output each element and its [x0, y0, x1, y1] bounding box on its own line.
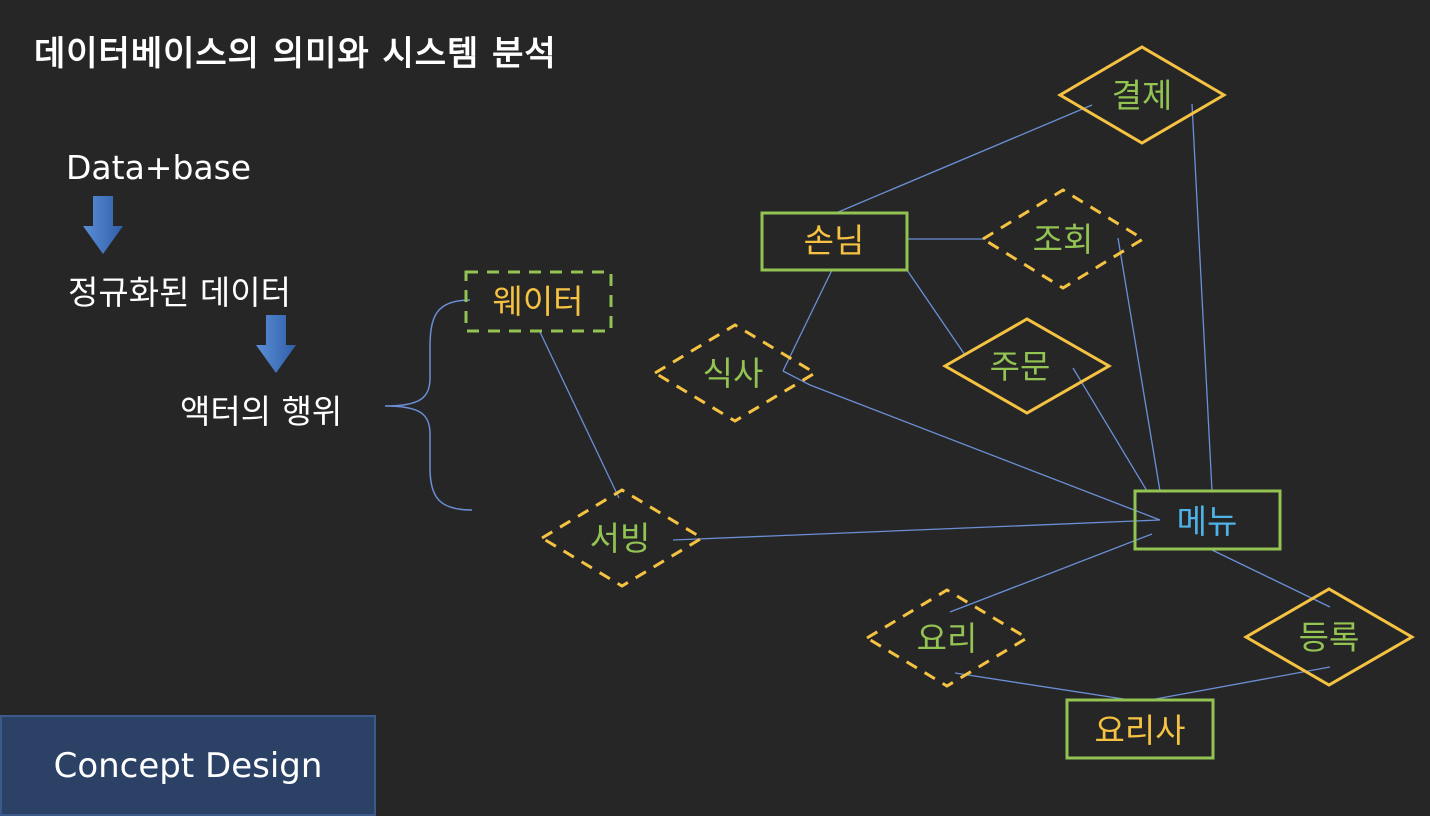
entity-waiter: 웨이터	[464, 270, 613, 333]
relation-label: 요리	[917, 619, 978, 658]
relation-cooking: 요리	[864, 588, 1030, 688]
entity-cook: 요리사	[1065, 698, 1215, 760]
down-arrow-icon	[83, 196, 123, 254]
relation-serving: 서빙	[539, 488, 705, 588]
down-arrow-icon	[256, 315, 296, 373]
flow-step-normalized-data: 정규화된 데이터	[68, 273, 292, 312]
entity-label: 웨이터	[492, 282, 583, 321]
concept-design-label: Concept Design	[0, 715, 376, 816]
brace-bracket	[384, 299, 473, 511]
relation-label: 조회	[1033, 220, 1094, 259]
flow-step-data-base: Data+base	[66, 148, 252, 187]
page-title: 데이터베이스의 의미와 시스템 분석	[34, 34, 557, 74]
relation-label: 식사	[703, 354, 764, 393]
relation-label: 서빙	[590, 519, 651, 558]
entity-label: 요리사	[1094, 711, 1185, 750]
flow-step-actor-behavior: 액터의 행위	[180, 392, 343, 431]
relation-label: 등록	[1299, 618, 1360, 657]
connector-lines	[539, 103, 1331, 701]
relation-label: 결제	[1112, 76, 1173, 115]
relation-order: 주문	[941, 317, 1113, 415]
entity-guest: 손님	[760, 211, 909, 272]
relation-label: 주문	[990, 347, 1051, 386]
relation-meal: 식사	[652, 323, 818, 423]
relation-register: 등록	[1243, 587, 1415, 687]
entity-label: 손님	[804, 221, 865, 260]
relation-inquiry: 조회	[980, 188, 1146, 290]
entity-label: 메뉴	[1177, 502, 1238, 541]
entity-menu: 메뉴	[1133, 489, 1282, 551]
relation-payment: 결제	[1057, 45, 1227, 145]
